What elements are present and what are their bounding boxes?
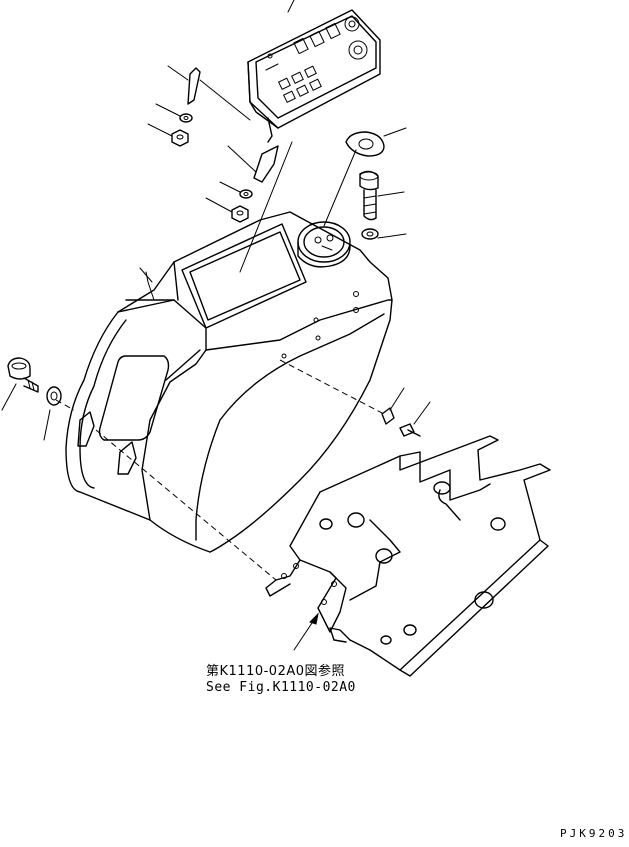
ring-plate bbox=[345, 127, 407, 157]
nut-upper bbox=[147, 123, 189, 147]
reference-label-english: See Fig.K1110-02A0 bbox=[206, 680, 356, 695]
key-switch bbox=[297, 149, 357, 268]
washer-upper bbox=[155, 103, 193, 123]
washer-right bbox=[361, 228, 407, 240]
monitor-panel bbox=[247, 9, 381, 143]
bolt-right bbox=[359, 170, 405, 221]
console-body bbox=[65, 211, 393, 553]
washer-left bbox=[43, 386, 62, 441]
nut-middle bbox=[205, 197, 249, 223]
drawing-code: PJK9203 bbox=[560, 827, 628, 840]
mounting-plate bbox=[265, 435, 551, 677]
bolt-left bbox=[1, 357, 39, 411]
washer-middle bbox=[219, 181, 253, 199]
washer-small bbox=[381, 387, 405, 425]
bolt-small bbox=[399, 401, 431, 437]
bracket-middle bbox=[227, 145, 279, 183]
reference-label-japanese: 第K1110-02A0図参照 bbox=[206, 664, 346, 679]
reference-arrow bbox=[293, 612, 319, 651]
bracket-upper bbox=[167, 65, 251, 121]
